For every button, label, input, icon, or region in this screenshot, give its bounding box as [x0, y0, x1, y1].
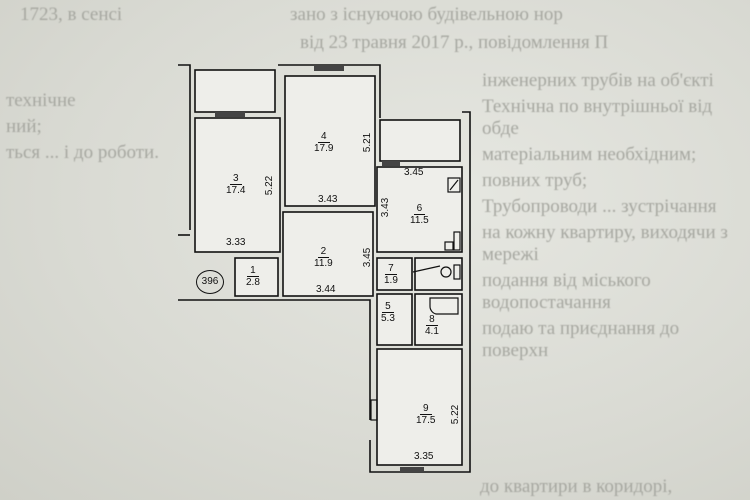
bg-text-line: подаю та приєднання до поверхн — [482, 318, 680, 361]
room-2-width-dim: 3.44 — [316, 284, 336, 295]
room-3-height-dim: 5.22 — [264, 175, 276, 196]
room-9-height-dim: 5.22 — [450, 404, 462, 425]
bg-text-line: матеріальним необхідним; — [482, 144, 697, 165]
balcony-1 — [194, 69, 276, 113]
room-3 — [194, 117, 281, 253]
room-6-height-dim: 3.43 — [380, 197, 392, 218]
bg-text-line: повних труб; — [482, 170, 588, 191]
bg-text-line: технічне — [6, 90, 76, 111]
bg-text-right-column: інженерних трубів на об'єкті Технічна по… — [482, 70, 746, 366]
bg-text-left-column: технічне ний; ться ... і до роботи. — [6, 90, 171, 168]
room-6-width-dim: 3.45 — [404, 167, 424, 178]
room-2-height-dim: 3.45 — [362, 247, 374, 268]
outer-walls — [178, 64, 471, 473]
wc — [414, 257, 463, 291]
bg-text-line: інженерних трубів на об'єкті — [482, 70, 714, 91]
room-8 — [414, 293, 463, 346]
room-3-width-dim: 3.33 — [226, 237, 246, 248]
bg-text-line: ться ... і до роботи. — [6, 142, 159, 163]
room-7 — [376, 257, 413, 291]
bg-text-line: подання від міського водопостачання — [482, 270, 651, 313]
room-4-height-dim: 5.21 — [362, 132, 374, 153]
bg-text-line: ний; — [6, 116, 42, 137]
bg-text-line: 1723, в сенсі — [20, 4, 123, 25]
bg-text-line: до квартири в коридорі, — [480, 476, 673, 497]
balcony-2 — [379, 119, 461, 162]
plan-number-badge: 396 — [196, 270, 224, 294]
fixtures — [370, 177, 461, 421]
room-4 — [284, 75, 376, 207]
bg-text-line: Технічна по внутрішньої від обде — [482, 96, 713, 139]
room-2 — [282, 211, 374, 297]
bg-text-line: зано з існуючою будівельною нор — [290, 4, 563, 25]
room-5 — [376, 293, 413, 346]
room-1 — [234, 257, 279, 297]
windows — [215, 66, 424, 472]
room-9-width-dim: 3.35 — [414, 451, 434, 462]
room-4-width-dim: 3.43 — [318, 194, 338, 205]
bg-text-line: від 23 травня 2017 р., повідомлення П — [300, 32, 609, 53]
bg-text-line: Трубопроводи ... зустрічання — [482, 196, 717, 217]
bg-text-line: на кожну квартиру, виходячи з мережі — [482, 222, 728, 265]
